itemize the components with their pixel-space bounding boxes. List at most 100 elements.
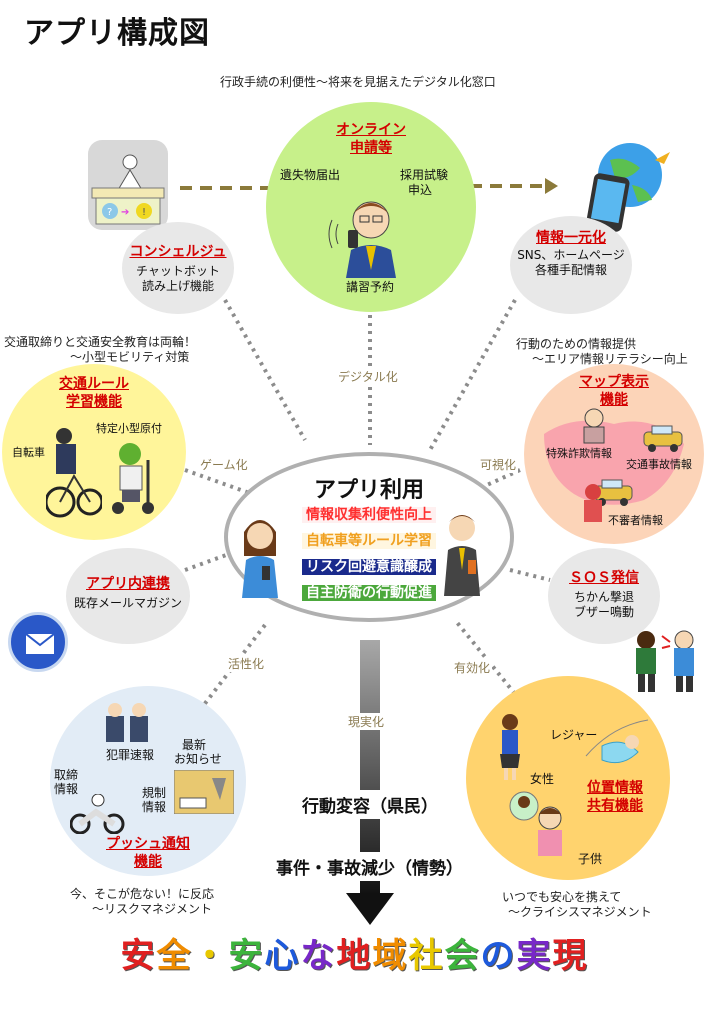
online-title-line2: 申請等 xyxy=(350,140,392,156)
map-title-line2: 機能 xyxy=(600,392,628,408)
car-accident-icon xyxy=(643,425,683,452)
slogan-char: ・ xyxy=(192,936,229,976)
slogan-char: 現 xyxy=(552,936,589,976)
info-unification-bubble: 情報一元化 SNS、ホームページ 各種手配情報 xyxy=(510,216,632,314)
info-line2: 各種手配情報 xyxy=(534,263,607,277)
molester-repel-illustration xyxy=(636,630,694,692)
center-line-info: 情報収集利便性向上 xyxy=(302,507,436,523)
leisure-fishing-illustration xyxy=(585,719,649,764)
svg-text:?: ? xyxy=(107,207,112,218)
label-active: 活性化 xyxy=(226,655,267,672)
location-caption-line2: ～クライシスマネジメント xyxy=(508,905,652,919)
label-game: ゲーム化 xyxy=(198,456,250,473)
man-with-phone-illustration xyxy=(328,201,396,278)
slogan-char: 安 xyxy=(120,936,157,976)
push-caption-line2: ～リスクマネジメント xyxy=(92,902,213,916)
center-line-rules: 自転車等ルール学習 xyxy=(302,533,436,549)
slogan-char: 社 xyxy=(408,936,445,976)
location-child-label: 子供 xyxy=(578,852,603,866)
concierge-line2: 読み上げ機能 xyxy=(141,279,214,293)
center-line-risk: リスク回避意識醸成 xyxy=(302,559,436,575)
fraud-person-icon xyxy=(583,408,605,444)
label-effective: 有効化 xyxy=(452,659,493,676)
push-regulate-a: 規制 xyxy=(142,786,167,800)
sos-line1: ちかん撃退 xyxy=(573,590,634,604)
center-line-defense: 自主防衛の行動促進 xyxy=(302,585,436,601)
location-title-line1: 位置情報 xyxy=(587,780,643,796)
traffic-caption-line1: 交通取締りと交通安全教育は両輪！ xyxy=(4,335,197,349)
regulation-scene-illustration xyxy=(174,770,234,814)
slogan-char: 域 xyxy=(372,936,409,976)
sos-title: ＳＯＳ発信 xyxy=(569,570,639,586)
police-officers-illustration xyxy=(106,703,148,742)
bicycle-rider-illustration xyxy=(46,428,102,518)
app-link-bubble: アプリ内連携 既存メールマガジン xyxy=(66,548,190,644)
push-enforce-a: 取締 xyxy=(54,768,79,782)
map-accident-label: 交通事故情報 xyxy=(626,458,692,471)
push-enforce-b: 情報 xyxy=(54,782,79,796)
traffic-title-line2: 学習機能 xyxy=(66,394,122,410)
traffic-bicycle-label: 自転車 xyxy=(12,446,45,459)
location-caption-line1: いつでも安心を携えて xyxy=(502,890,622,904)
concierge-title: コンシェルジュ xyxy=(129,244,227,260)
slogan-char: 全 xyxy=(156,936,193,976)
moped-rider-illustration xyxy=(112,443,154,514)
flow-step-behavior: 行動変容（県民） xyxy=(298,790,442,819)
online-item-course: 講習予約 xyxy=(346,280,395,294)
slogan-char: 会 xyxy=(444,936,481,976)
mail-icon xyxy=(8,612,68,672)
man-with-phone-illustration-center xyxy=(444,515,480,596)
map-caption-line1: 行動のための情報提供 xyxy=(516,337,637,351)
label-real: 現実化 xyxy=(346,713,387,730)
push-title-line1: プッシュ通知 xyxy=(106,836,190,852)
online-item-exam-b: 申込 xyxy=(408,183,433,197)
police-motorcycle-illustration xyxy=(70,794,125,834)
slogan-char: 心 xyxy=(264,936,301,976)
top-caption: 行政手続の利便性～将来を見据えたデジタル化窓口 xyxy=(220,75,496,89)
traffic-caption-line2: ～小型モビリティ対策 xyxy=(70,350,190,364)
app-link-line1: 既存メールマガジン xyxy=(73,596,182,610)
online-item-exam-a: 採用試験 xyxy=(400,168,449,182)
push-caption-line1: 今、そこが危ない！に反応 xyxy=(70,887,215,901)
online-item-lost-property: 遺失物届出 xyxy=(280,168,341,182)
concierge-line1: チャットボット xyxy=(136,264,220,278)
woman-figure-illustration xyxy=(500,714,520,780)
location-title-line2: 共有機能 xyxy=(587,798,643,814)
flow-step-reduction: 事件・事故減少（情勢） xyxy=(272,852,467,881)
location-woman-label: 女性 xyxy=(530,772,555,786)
page-title: アプリ構成図 xyxy=(24,16,210,51)
woman-with-phone-illustration xyxy=(242,520,278,598)
slogan-char: 実 xyxy=(516,936,553,976)
push-latest-a: 最新 xyxy=(182,738,207,752)
push-latest-b: お知らせ xyxy=(174,752,222,766)
app-link-title: アプリ内連携 xyxy=(86,576,170,592)
push-notification-circle: 犯罪速報 最新 お知らせ 取締 情報 規制 情報 プッシュ通知 機能 xyxy=(50,686,246,876)
bottom-slogan-text: 安全・安心な地域社会の実現 xyxy=(121,936,589,976)
concierge-bubble: コンシェルジュ チャットボット 読み上げ機能 xyxy=(122,222,234,314)
push-title-line2: 機能 xyxy=(134,854,162,870)
info-title: 情報一元化 xyxy=(536,230,606,246)
car-icon xyxy=(593,479,633,506)
map-suspicious-label: 不審者情報 xyxy=(608,514,663,527)
center-title: アプリ利用 xyxy=(313,478,424,503)
label-visual: 可視化 xyxy=(478,456,519,473)
sos-line2: ブザー鳴動 xyxy=(573,605,634,619)
map-fraud-label: 特殊詐欺情報 xyxy=(546,447,612,460)
location-leisure-label: レジャー xyxy=(550,728,598,742)
slogan-char: 安 xyxy=(228,936,265,976)
svg-text:➔: ➔ xyxy=(121,207,129,218)
traffic-moped-label: 特定小型原付 xyxy=(96,422,162,435)
push-regulate-b: 情報 xyxy=(142,800,167,814)
smartphone-globe-illustration xyxy=(586,143,670,232)
suspicious-person-icon xyxy=(584,484,602,522)
info-line1: SNS、ホームページ xyxy=(517,248,625,262)
map-display-circle: マップ表示 機能 特殊詐欺情報 交通事故情報 不審者情報 xyxy=(524,364,704,544)
push-crime-label: 犯罪速報 xyxy=(106,748,155,762)
slogan-char: な xyxy=(300,936,337,976)
location-share-circle: レジャー 女性 位置情報 共有機能 子供 xyxy=(466,676,670,880)
traffic-title-line1: 交通ルール xyxy=(59,376,129,392)
map-title-line1: マップ表示 xyxy=(579,374,649,390)
label-digital: デジタル化 xyxy=(336,368,400,385)
bottom-slogan: 安全・安心な地域社会の実現 xyxy=(0,928,709,977)
traffic-rule-circle: 交通ルール 学習機能 自転車 特定小型原付 xyxy=(2,364,186,540)
